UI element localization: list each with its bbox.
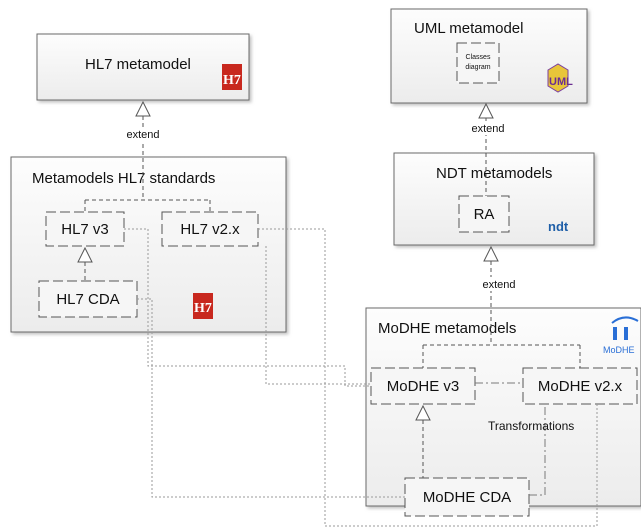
svg-text:MoDHE CDA: MoDHE CDA: [423, 489, 511, 506]
modhe-cda-box: MoDHE CDA: [404, 477, 530, 517]
hl7-v3-box: HL7 v3: [45, 211, 125, 247]
svg-text:HL7 v2.x: HL7 v2.x: [180, 221, 240, 238]
svg-text:H7: H7: [194, 301, 212, 316]
svg-text:MoDHE: MoDHE: [603, 345, 635, 355]
uml-metamodel-title: UML metamodel: [414, 20, 523, 37]
hl7-metamodel-title: HL7 metamodel: [85, 56, 191, 73]
extend-arrows: [77, 100, 581, 478]
svg-text:HL7 v3: HL7 v3: [61, 221, 109, 238]
svg-text:MoDHE v2.x: MoDHE v2.x: [538, 378, 623, 395]
ra-box: RA: [458, 195, 510, 233]
ndt-logo-icon: ndt: [548, 219, 569, 234]
transformation-links: [124, 228, 598, 527]
classes-diagram-box: Classes diagram: [456, 42, 500, 84]
modhe-metamodels-box: MoDHE metamodels MoDHE: [365, 307, 641, 507]
modhe-metamodels-title: MoDHE metamodels: [378, 320, 516, 337]
hl7-logo-icon: H7: [222, 64, 242, 90]
uml-metamodel-box: UML metamodel UML: [390, 8, 588, 104]
hl7-metamodel-box: HL7 metamodel H7: [36, 33, 250, 101]
ndt-metamodels-title: NDT metamodels: [436, 165, 552, 182]
transformations-label: Transformations: [488, 419, 574, 433]
svg-text:RA: RA: [474, 206, 495, 223]
hl7-v2x-box: HL7 v2.x: [161, 211, 259, 247]
svg-text:H7: H7: [223, 73, 241, 88]
svg-text:UML: UML: [549, 76, 573, 88]
modhe-logo-icon: MoDHE: [603, 316, 639, 355]
svg-text:diagram: diagram: [465, 64, 490, 71]
svg-text:Classes: Classes: [466, 54, 491, 61]
uml-logo-icon: UML: [547, 63, 573, 93]
modhe-v2x-box: MoDHE v2.x: [522, 367, 638, 405]
extend-label-hl7: extend: [126, 129, 159, 141]
svg-text:MoDHE v3: MoDHE v3: [387, 378, 460, 395]
svg-text:HL7 CDA: HL7 CDA: [56, 291, 119, 308]
hl7-cda-box: HL7 CDA: [38, 280, 138, 318]
hl7-logo-small-icon: H7: [193, 293, 213, 319]
metamodels-hl7-title: Metamodels HL7 standards: [32, 170, 215, 187]
extend-label-uml: extend: [471, 123, 504, 135]
modhe-v3-box: MoDHE v3: [370, 367, 476, 405]
extend-label-ndt: extend: [482, 279, 515, 291]
